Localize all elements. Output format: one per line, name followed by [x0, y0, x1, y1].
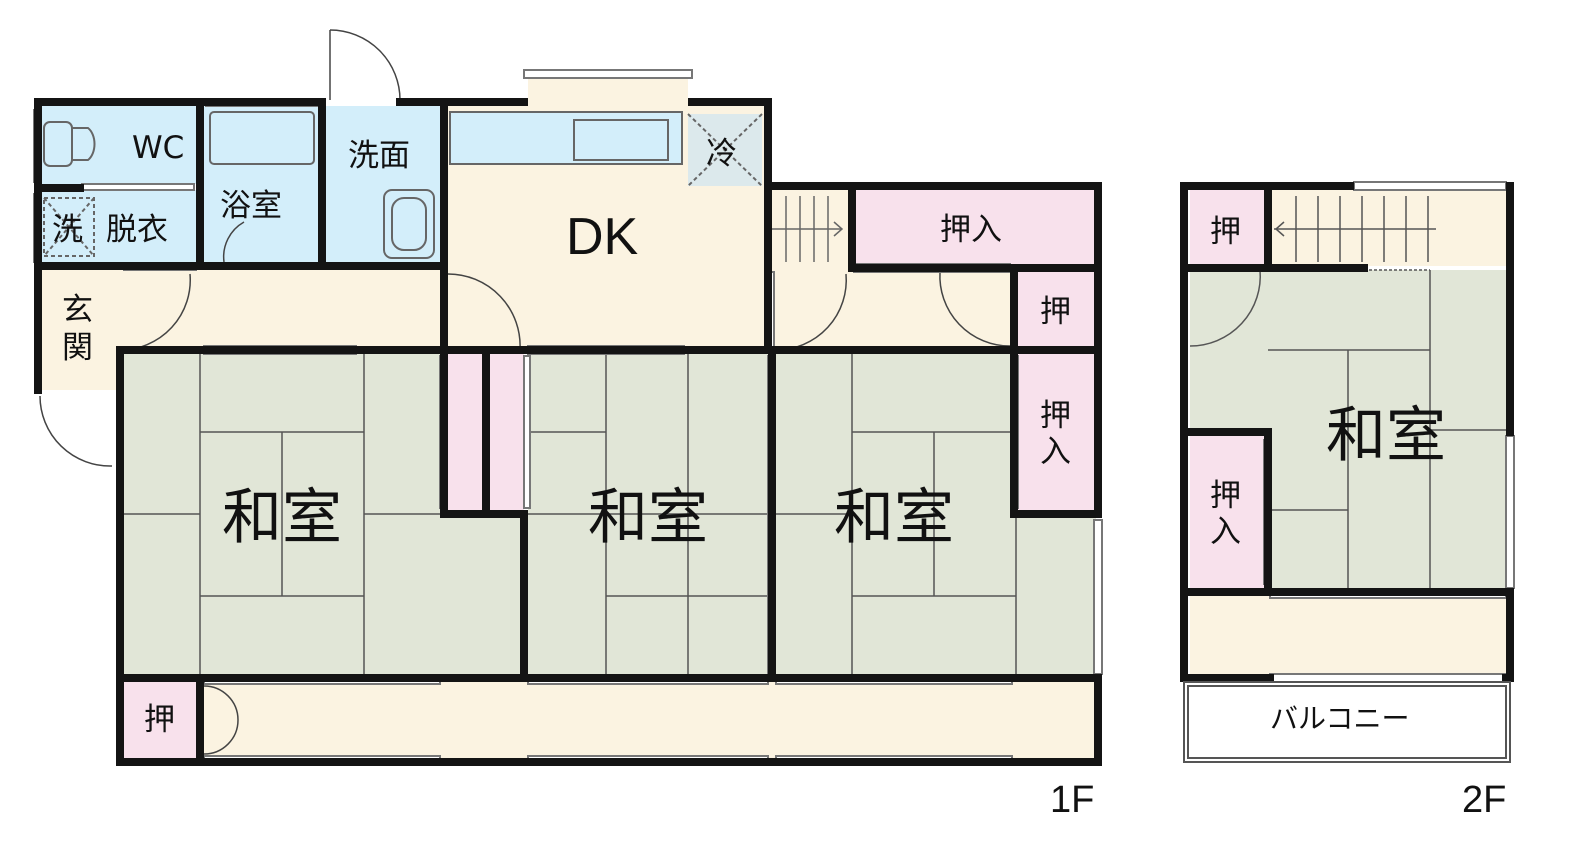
tatami-center: [528, 354, 768, 676]
entrance-label-1: 玄: [62, 292, 93, 328]
stove-icon: [573, 119, 669, 161]
f2-closet-top-fill: [1190, 190, 1264, 266]
dressing-label: 脱衣: [106, 212, 168, 248]
bathtub-icon: [209, 111, 315, 165]
f2-lines: [1189, 196, 1506, 588]
tatami-right: [776, 354, 1016, 676]
closet-bottom-fill: [124, 682, 200, 758]
f2-closet-top-label: 押: [1210, 214, 1241, 250]
bath-label: 浴室: [220, 188, 282, 224]
f2-veranda: [1190, 596, 1508, 676]
closet-top-label: 押入: [940, 212, 1002, 248]
closet-right-small-fill: [1018, 272, 1094, 346]
fridge-label: 冷: [706, 136, 737, 172]
dk-label: DK: [566, 208, 639, 266]
f2-japanese-room-label: 和室: [1326, 401, 1446, 471]
floor2-fills: [1190, 190, 1508, 676]
fixtures: [43, 111, 844, 262]
walls-2f: [1180, 182, 1514, 682]
washing-machine-icon: [43, 197, 95, 257]
japanese-room-left-label: 和室: [222, 483, 342, 553]
floor2-label: 2F: [1462, 779, 1506, 821]
closet-right-small-label: 押: [1040, 294, 1071, 330]
closet-top-fill: [856, 190, 1094, 266]
closet-mid-b-fill: [490, 354, 524, 510]
entrance-floor: [38, 268, 120, 390]
f2-closet-left-fill: [1190, 436, 1264, 588]
wc-floor: [38, 106, 200, 184]
f2-closet-left-label-2: 入: [1210, 514, 1241, 550]
hall-right-floor: [772, 268, 1012, 350]
floor1-fills: [38, 74, 1098, 760]
japanese-room-center-label: 和室: [588, 483, 708, 553]
entrance-label-2: 関: [62, 330, 93, 366]
sink-icon: [383, 189, 435, 259]
dressing-floor: [38, 190, 200, 264]
wc-label: WC: [132, 130, 184, 166]
closet-bottom-label: 押: [144, 702, 175, 738]
tatami-left-ext: [444, 514, 524, 676]
balcony-label: バルコニー: [1270, 702, 1409, 735]
tatami-lines: [124, 354, 1017, 676]
floor1-label: 1F: [1050, 779, 1094, 821]
tatami-right-ext: [1016, 514, 1096, 676]
washroom-label: 洗面: [348, 138, 410, 174]
f2-hall-floor: [1190, 270, 1268, 432]
stairs-icon: [772, 196, 844, 262]
f2-closet-left-label-1: 押: [1210, 478, 1241, 514]
closet-mid-a-fill: [448, 354, 484, 510]
closet-right-fill: [1018, 354, 1094, 510]
wash-machine-label: 洗: [52, 212, 83, 248]
f2-stair-floor: [1270, 190, 1506, 266]
f2-tatami: [1268, 270, 1506, 588]
balcony-rail: [1183, 681, 1511, 763]
bay-window-floor: [528, 74, 688, 106]
labels: WC 洗 脱衣 浴室 洗面 DK 冷 押入 押 押 入 玄 関 和室 和室 和室…: [52, 130, 1506, 821]
veranda-floor: [202, 680, 1098, 760]
walls-1f: [34, 98, 1102, 766]
tatami-left: [124, 354, 444, 676]
closet-right-label-1: 押: [1040, 398, 1071, 434]
closet-right-label-2: 入: [1040, 434, 1071, 470]
bath-floor: [204, 106, 322, 264]
japanese-room-right-label: 和室: [834, 483, 954, 553]
